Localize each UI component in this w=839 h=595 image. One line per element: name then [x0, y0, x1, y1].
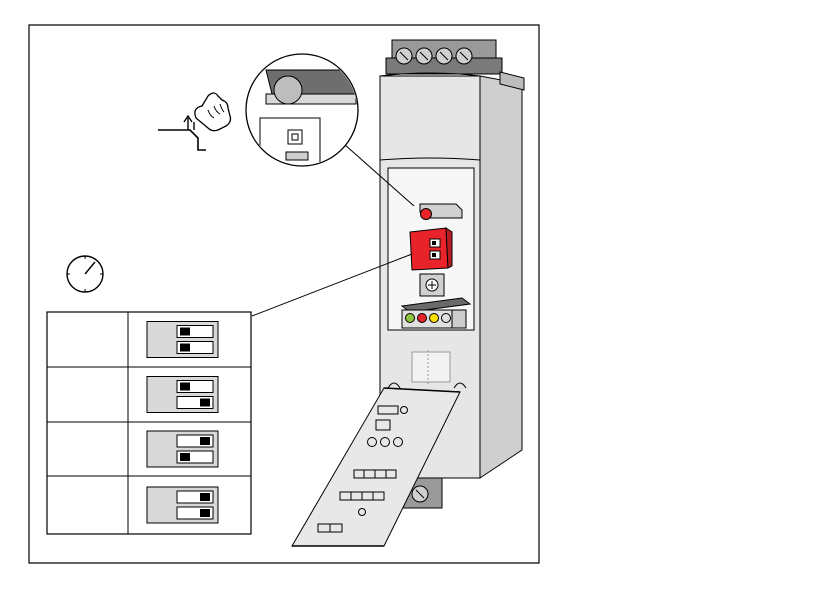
dip-switch-lever	[180, 383, 190, 391]
reset-button-housing	[420, 204, 462, 220]
device-side-panel	[480, 76, 522, 478]
top-terminal-block	[386, 40, 502, 74]
dip-switch-lever	[200, 493, 210, 501]
dip-setting-row	[147, 487, 218, 523]
label-plate	[412, 352, 450, 382]
potentiometer[interactable]	[420, 274, 444, 296]
dip-switch-lever	[200, 399, 210, 407]
dip-setting-table	[47, 312, 251, 534]
dip-switch-lever	[180, 328, 190, 336]
led-off-icon	[442, 314, 451, 323]
led-yellow-icon	[430, 314, 439, 323]
dip-setting-row	[147, 377, 218, 413]
dip-setting-row	[147, 322, 218, 358]
dip-switch-block[interactable]	[410, 228, 452, 270]
dip-switch-lever	[180, 453, 190, 461]
dip-setting-row	[147, 431, 218, 467]
clock-icon	[67, 256, 103, 292]
led-green-icon	[406, 314, 415, 323]
dip-switch-lever	[200, 509, 210, 517]
dip-switch-lever	[200, 437, 210, 445]
dip-switch-lever	[180, 344, 190, 352]
led-red-icon	[418, 314, 427, 323]
reset-button-zoom	[274, 76, 302, 104]
reset-button[interactable]	[421, 209, 432, 220]
